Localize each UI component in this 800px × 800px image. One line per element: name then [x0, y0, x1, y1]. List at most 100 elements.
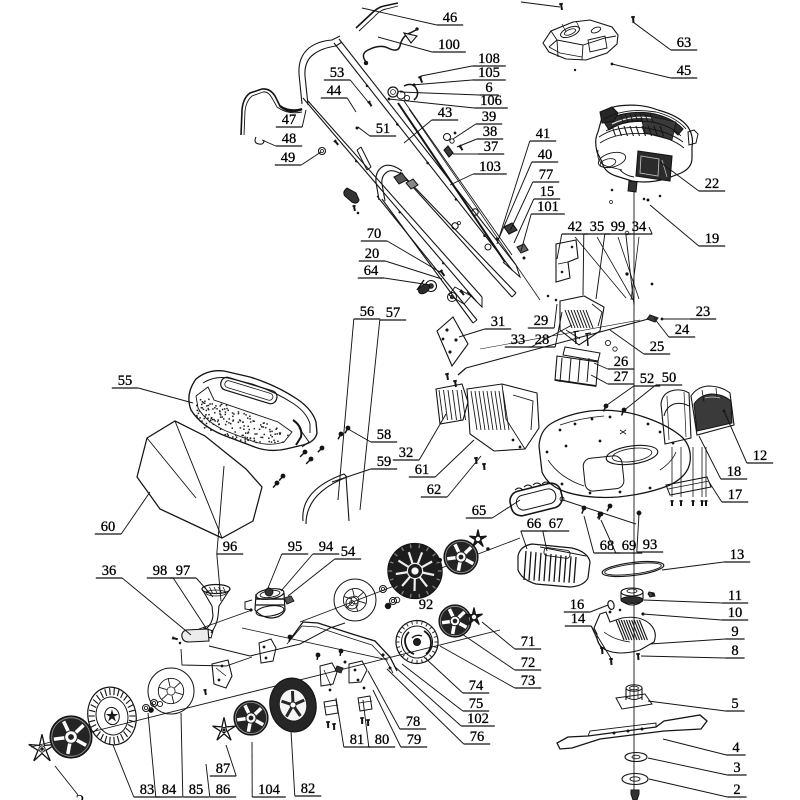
svg-text:105: 105: [478, 65, 500, 81]
svg-text:98: 98: [153, 563, 168, 579]
svg-text:102: 102: [467, 711, 489, 727]
svg-text:6: 6: [485, 80, 492, 96]
svg-text:57: 57: [386, 305, 401, 321]
svg-text:106: 106: [480, 93, 502, 109]
svg-text:68: 68: [600, 538, 615, 554]
svg-text:69: 69: [622, 538, 637, 554]
svg-text:27: 27: [614, 369, 629, 385]
svg-text:38: 38: [483, 124, 498, 140]
svg-text:85: 85: [189, 782, 204, 798]
svg-text:39: 39: [482, 109, 497, 125]
svg-text:73: 73: [521, 673, 536, 689]
svg-text:13: 13: [730, 547, 745, 563]
svg-text:77: 77: [539, 167, 554, 183]
svg-text:48: 48: [282, 131, 297, 147]
svg-text:12: 12: [753, 448, 768, 464]
svg-text:62: 62: [427, 482, 442, 498]
svg-text:55: 55: [118, 373, 133, 389]
svg-text:60: 60: [101, 519, 116, 535]
svg-text:17: 17: [728, 487, 743, 503]
svg-text:63: 63: [677, 35, 692, 51]
svg-text:54: 54: [341, 544, 356, 560]
svg-text:56: 56: [360, 304, 375, 320]
svg-text:51: 51: [376, 121, 391, 137]
svg-text:80: 80: [375, 732, 390, 748]
svg-text:64: 64: [364, 263, 379, 279]
svg-text:81: 81: [350, 732, 365, 748]
svg-text:45: 45: [677, 63, 692, 79]
svg-text:84: 84: [162, 782, 177, 798]
svg-text:15: 15: [540, 184, 555, 200]
svg-text:70: 70: [367, 226, 382, 242]
svg-text:52: 52: [640, 371, 655, 387]
svg-text:3: 3: [733, 760, 740, 776]
svg-text:2: 2: [76, 791, 85, 800]
svg-text:40: 40: [538, 147, 553, 163]
svg-text:5: 5: [731, 696, 738, 712]
svg-text:61: 61: [415, 462, 430, 478]
svg-text:99: 99: [611, 219, 626, 235]
svg-text:24: 24: [675, 322, 690, 338]
svg-text:8: 8: [731, 643, 738, 659]
svg-text:22: 22: [705, 176, 720, 192]
svg-text:31: 31: [491, 314, 506, 330]
svg-text:79: 79: [407, 732, 422, 748]
svg-text:74: 74: [469, 678, 484, 694]
svg-text:14: 14: [571, 611, 586, 627]
svg-text:76: 76: [470, 729, 485, 745]
svg-text:67: 67: [549, 516, 564, 532]
svg-text:92: 92: [419, 597, 434, 613]
svg-text:43: 43: [438, 105, 453, 121]
svg-text:49: 49: [281, 150, 296, 166]
svg-text:87: 87: [216, 761, 231, 777]
svg-text:108: 108: [478, 51, 500, 67]
svg-text:37: 37: [484, 139, 499, 155]
svg-text:66: 66: [527, 516, 542, 532]
svg-text:33: 33: [511, 332, 526, 348]
svg-text:4: 4: [732, 740, 740, 756]
svg-text:32: 32: [399, 445, 414, 461]
svg-text:72: 72: [521, 655, 536, 671]
svg-text:10: 10: [728, 605, 743, 621]
svg-text:11: 11: [728, 588, 742, 604]
svg-text:65: 65: [472, 503, 487, 519]
svg-text:44: 44: [327, 83, 342, 99]
svg-text:34: 34: [632, 219, 647, 235]
svg-text:53: 53: [330, 65, 345, 81]
svg-text:78: 78: [406, 714, 421, 730]
svg-text:2: 2: [733, 782, 740, 798]
svg-text:46: 46: [443, 10, 458, 26]
svg-text:58: 58: [377, 427, 392, 443]
svg-text:26: 26: [614, 354, 629, 370]
svg-text:94: 94: [319, 539, 334, 555]
svg-text:18: 18: [727, 464, 742, 480]
svg-text:100: 100: [438, 37, 460, 53]
svg-text:9: 9: [731, 624, 738, 640]
svg-text:50: 50: [662, 370, 677, 386]
svg-text:41: 41: [536, 126, 551, 142]
svg-text:28: 28: [535, 332, 550, 348]
svg-text:35: 35: [590, 219, 605, 235]
svg-text:82: 82: [301, 781, 316, 797]
svg-text:95: 95: [288, 539, 303, 555]
svg-text:93: 93: [643, 537, 658, 553]
svg-text:86: 86: [216, 782, 231, 798]
svg-text:20: 20: [365, 246, 380, 262]
svg-text:96: 96: [223, 539, 238, 555]
svg-text:36: 36: [102, 563, 117, 579]
svg-text:19: 19: [705, 231, 720, 247]
svg-text:103: 103: [479, 159, 501, 175]
svg-text:83: 83: [140, 782, 155, 798]
svg-text:101: 101: [537, 199, 559, 215]
svg-text:25: 25: [650, 339, 665, 355]
svg-text:104: 104: [258, 782, 281, 798]
svg-text:42: 42: [568, 219, 583, 235]
svg-text:59: 59: [377, 454, 392, 470]
svg-text:16: 16: [570, 597, 585, 613]
svg-text:47: 47: [282, 112, 297, 128]
svg-text:97: 97: [176, 563, 191, 579]
svg-text:29: 29: [534, 313, 549, 329]
svg-text:23: 23: [696, 304, 711, 320]
svg-text:71: 71: [521, 634, 536, 650]
svg-text:75: 75: [469, 696, 484, 712]
